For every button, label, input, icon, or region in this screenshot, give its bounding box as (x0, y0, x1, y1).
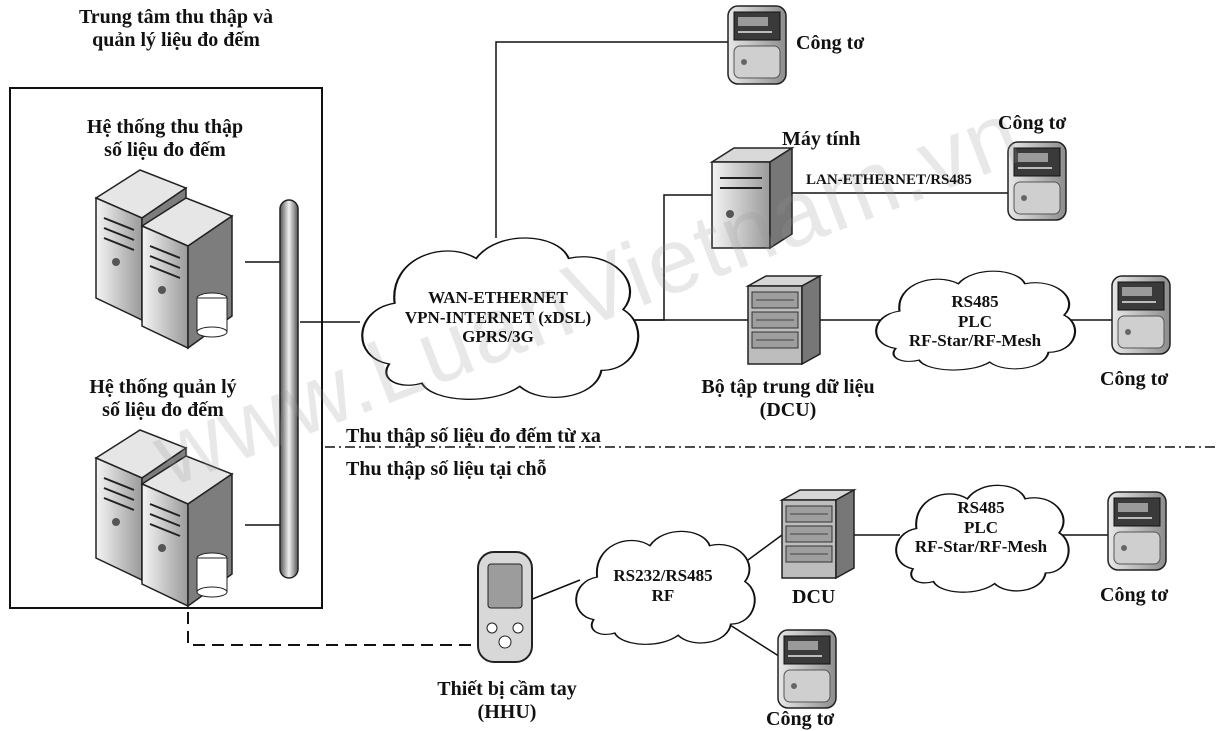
link-rs232-meter-bottom (729, 624, 786, 661)
meter-icon-local (1107, 491, 1167, 571)
link-wan-computer-dcu (632, 194, 712, 321)
management-system-label: Hệ thống quản lý số liệu đo đếm (89, 376, 237, 421)
link-hhu-server-dashed (187, 612, 480, 646)
meter-icon-remote (1111, 275, 1171, 355)
local-section-label: Thu thập số liệu tại chỗ (346, 458, 547, 480)
network-bus (279, 199, 299, 579)
dcu-remote-label: Bộ tập trung dữ liệu (DCU) (701, 376, 875, 421)
meter-label-lan: Công tơ (998, 112, 1067, 134)
lan-label: LAN-ETHERNET/RS485 (806, 172, 972, 188)
rs232-cloud-label: RS232/RS485 RF (613, 566, 713, 605)
rs485-cloud-remote-label: RS485 PLC RF-Star/RF-Mesh (908, 292, 1042, 351)
collection-system-label: Hệ thống thu thập số liệu đo đếm (86, 116, 244, 161)
hhu-device-icon (477, 551, 533, 663)
dcu-local-icon (781, 489, 855, 579)
meter-label-bottom: Công tơ (766, 708, 835, 730)
meter-label-top: Công tơ (796, 32, 865, 54)
link-wan-meter-top (495, 41, 728, 238)
meter-label-remote: Công tơ (1100, 368, 1169, 390)
dcu-remote-icon (747, 275, 821, 365)
dcu-local-label: DCU (792, 586, 836, 608)
management-servers (95, 429, 233, 607)
connection-lines (245, 41, 1112, 661)
center-frame (9, 87, 323, 609)
meter-icon-bottom (777, 629, 837, 709)
center-title: Trung tâm thu thập và quản lý liệu đo đế… (78, 6, 274, 51)
computer-label: Máy tính (782, 128, 861, 150)
meter-icon-top (727, 5, 787, 85)
collection-servers (95, 169, 233, 349)
database-icon-body (196, 297, 228, 333)
hhu-label: Thiết bị cầm tay (HHU) (437, 678, 577, 723)
link-hhu-rs232 (529, 579, 581, 601)
meter-label-local: Công tơ (1100, 584, 1169, 606)
wan-cloud-label: WAN-ETHERNET VPN-INTERNET (xDSL) GPRS/3G (404, 288, 592, 347)
link-rs232-dcu (747, 534, 783, 561)
meter-icon-lan (1007, 141, 1067, 221)
remote-section-label: Thu thập số liệu đo đếm từ xa (346, 425, 601, 447)
computer-icon (709, 146, 795, 250)
rs485-cloud-local-label: RS485 PLC RF-Star/RF-Mesh (914, 498, 1048, 557)
